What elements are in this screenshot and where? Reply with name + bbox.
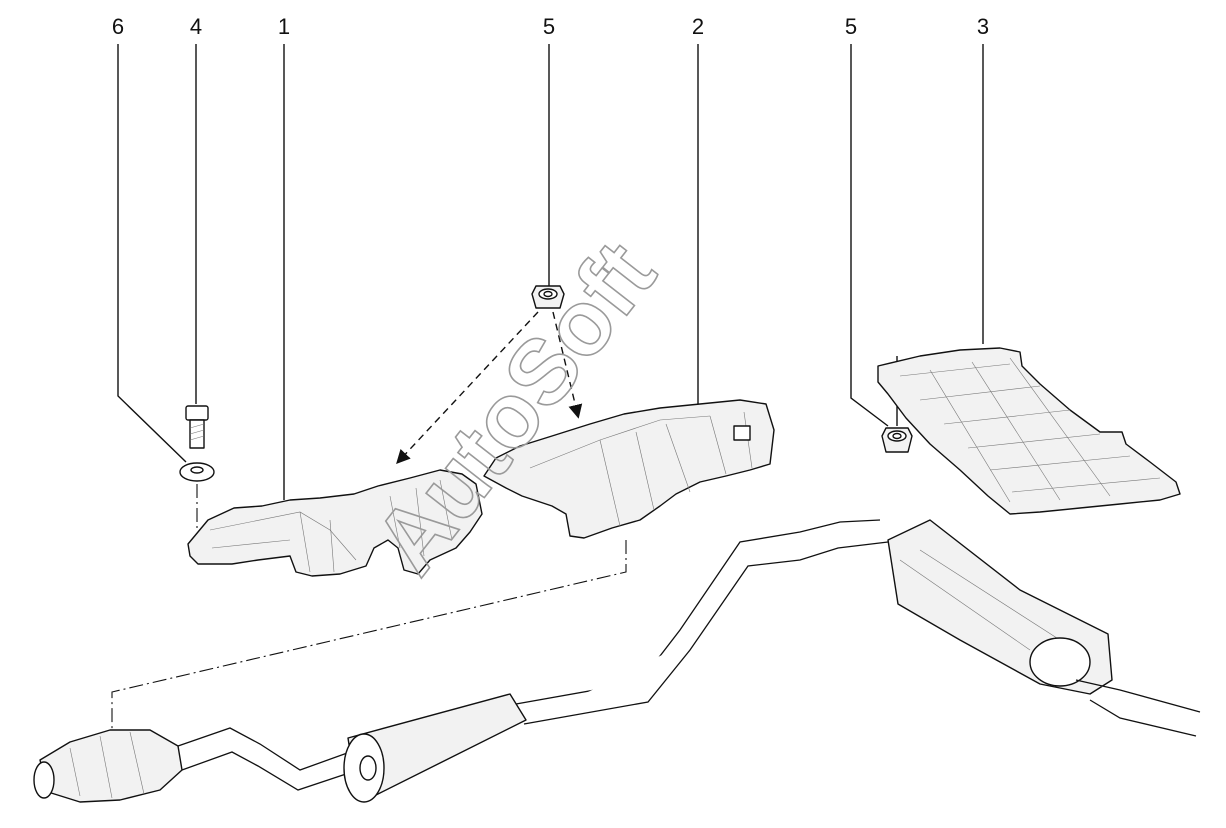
washer-part-6 [179, 462, 215, 482]
nut-part-5-right [881, 427, 913, 453]
arrow-to-shield-2 [552, 311, 583, 419]
bolt-part-4 [185, 405, 209, 449]
callout-1: 1 [278, 14, 290, 39]
callout-5-nut-right: 5 [845, 14, 857, 39]
watermark-text: AutoSoft [355, 224, 674, 593]
assembly-reference-line [111, 540, 627, 730]
nut-part-5-upper [531, 285, 565, 309]
heat-shield-part-1 [187, 469, 483, 577]
callout-6: 6 [112, 14, 124, 39]
callout-3: 3 [977, 14, 989, 39]
callout-4: 4 [190, 14, 202, 39]
callout-5-nut-upper: 5 [543, 14, 555, 39]
heat-shield-part-2 [483, 399, 775, 539]
leader-lines [117, 44, 984, 500]
arrow-to-shield-1 [396, 311, 539, 465]
exhaust-pipe-system [33, 519, 1201, 803]
callout-2: 2 [692, 14, 704, 39]
heat-shield-part-3 [877, 347, 1181, 515]
